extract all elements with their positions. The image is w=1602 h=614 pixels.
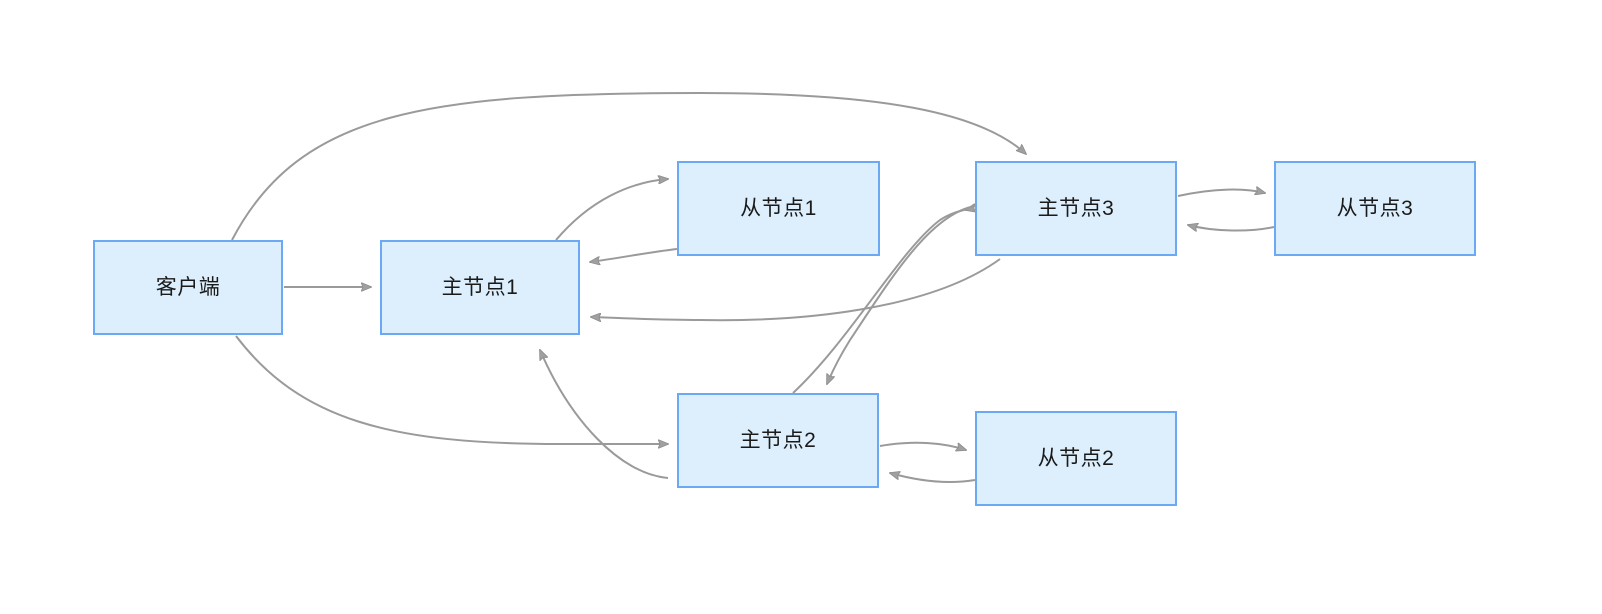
edge-client-to-master2 <box>235 335 668 444</box>
node-client[interactable]: 客户端 <box>93 240 283 335</box>
edge-master2-to-master1 <box>539 350 669 479</box>
edge-slave3-to-master3 <box>1188 225 1275 231</box>
edge-master2-to-slave2 <box>879 441 966 450</box>
node-master1-label: 主节点1 <box>441 276 519 299</box>
node-master2[interactable]: 主节点2 <box>677 393 879 488</box>
edge-slave2-to-master2 <box>890 473 976 484</box>
node-master2-label: 主节点2 <box>739 429 817 452</box>
node-slave3-label: 从节点3 <box>1336 197 1414 220</box>
node-slave1-label: 从节点1 <box>740 197 817 220</box>
node-master3[interactable]: 主节点3 <box>975 161 1177 256</box>
node-slave2-label: 从节点2 <box>1037 447 1115 470</box>
edge-master3-to-slave3 <box>1177 190 1265 197</box>
node-client-label: 客户端 <box>155 276 221 299</box>
edge-master1-to-slave1 <box>555 179 668 241</box>
node-master1[interactable]: 主节点1 <box>380 240 580 335</box>
node-slave3[interactable]: 从节点3 <box>1274 161 1476 256</box>
node-slave2[interactable]: 从节点2 <box>975 411 1177 506</box>
edge-master3-to-master1 <box>591 258 1001 320</box>
node-master3-label: 主节点3 <box>1037 197 1115 220</box>
edge-slave1-to-master1 <box>590 248 678 262</box>
edge-client-to-master3 <box>231 91 1026 241</box>
node-slave1[interactable]: 从节点1 <box>677 161 880 256</box>
edge-master3-to-master2 <box>826 205 976 384</box>
